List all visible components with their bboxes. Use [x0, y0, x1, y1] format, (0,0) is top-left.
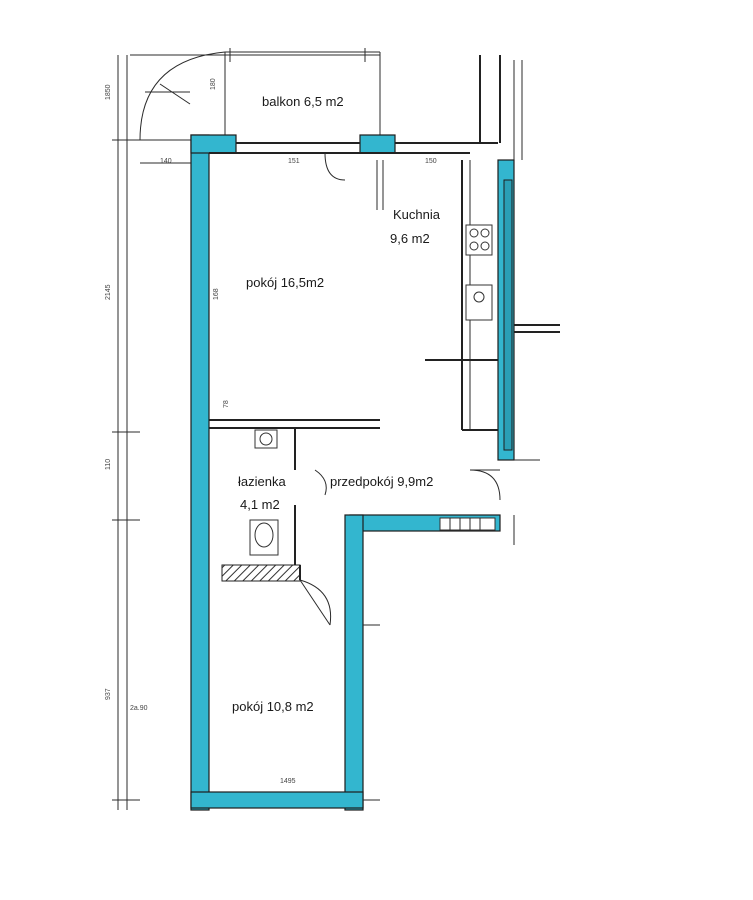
kitchen-name-label: Kuchnia: [393, 207, 441, 222]
dimension-lines: 1850 2145 110 937 2a.90 180 168 78 151 1…: [105, 48, 437, 810]
balcony-label: balkon 6,5 m2: [262, 94, 344, 109]
svg-text:1850: 1850: [105, 84, 112, 100]
svg-text:150: 150: [425, 158, 437, 165]
bathroom-name-label: łazienka: [238, 474, 286, 489]
svg-text:180: 180: [210, 78, 217, 90]
kitchen-area-label: 9,6 m2: [390, 231, 430, 246]
living-room-label: pokój 16,5m2: [246, 275, 324, 290]
svg-text:151: 151: [288, 158, 300, 165]
svg-text:78: 78: [223, 400, 230, 408]
svg-text:2a.90: 2a.90: [130, 705, 148, 712]
svg-text:110: 110: [105, 459, 112, 470]
svg-text:937: 937: [105, 688, 112, 700]
hall-label: przedpokój 9,9m2: [330, 474, 433, 489]
svg-text:168: 168: [213, 288, 220, 300]
svg-text:1495: 1495: [280, 778, 296, 785]
bathroom-area-label: 4,1 m2: [240, 497, 280, 512]
bathroom-fixtures: [249, 429, 279, 556]
bedroom-label: pokój 10,8 m2: [232, 699, 314, 714]
door-swings: [299, 152, 501, 626]
balcony-area: [139, 51, 381, 164]
hall-wardrobe: [439, 517, 496, 531]
svg-text:2145: 2145: [105, 284, 112, 300]
svg-text:140: 140: [160, 158, 172, 165]
kitchen-fixtures: [465, 224, 493, 321]
